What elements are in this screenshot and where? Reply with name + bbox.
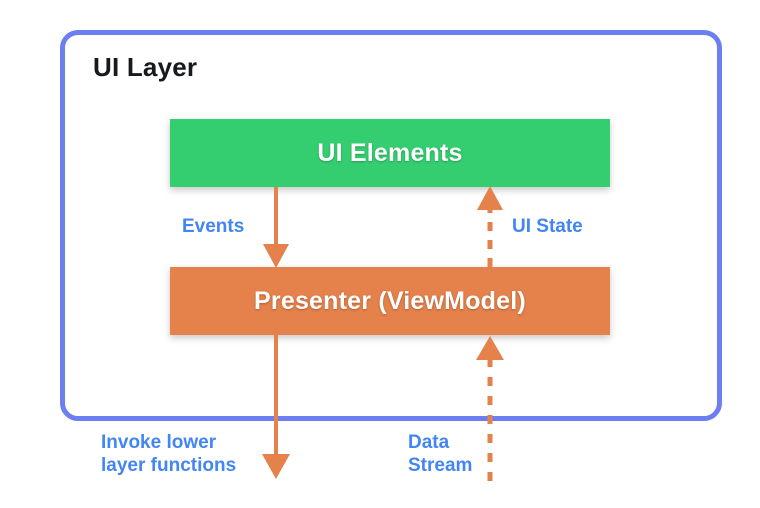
connector-label-ui-state: UI State — [512, 216, 583, 237]
node-ui-elements-label: UI Elements — [317, 138, 463, 167]
connector-label-invoke-lower-layer: Invoke lower layer functions — [101, 432, 237, 476]
node-ui-elements: UI Elements — [170, 119, 610, 187]
node-presenter: Presenter (ViewModel) — [170, 267, 610, 335]
ui-layer-boundary — [60, 30, 722, 421]
node-presenter-label: Presenter (ViewModel) — [254, 286, 526, 315]
connector-label-events: Events — [182, 216, 245, 237]
page-title: UI Layer — [93, 52, 198, 82]
connector-label-data-stream: Data Stream — [408, 432, 473, 476]
